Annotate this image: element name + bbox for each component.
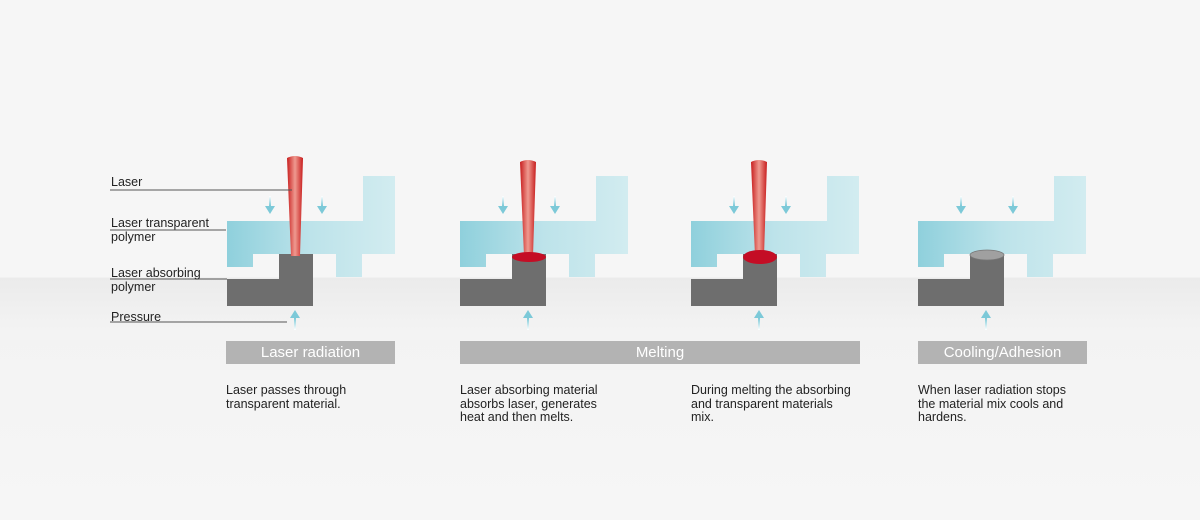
description-2: Laser absorbing material absorbs laser, …	[460, 383, 598, 424]
melt-zone	[743, 250, 777, 264]
label-absorbing-polymer: Laser absorbing polymer	[111, 266, 201, 294]
hardened-zone	[969, 249, 1005, 261]
description-1: Laser passes through transparent materia…	[226, 383, 347, 411]
stage-1-illustration	[227, 156, 395, 330]
stage-cooling-adhesion: Cooling/Adhesion	[918, 341, 1087, 364]
description-4: When laser radiation stops the material …	[918, 383, 1066, 424]
description-3: During melting the absorbing and transpa…	[691, 383, 851, 424]
stage-4-illustration	[918, 176, 1086, 330]
stage-2-illustration	[460, 160, 628, 330]
stage-melting: Melting	[460, 341, 860, 364]
stage-laser-radiation: Laser radiation	[226, 341, 395, 364]
leader-lines	[110, 189, 292, 323]
stage-3-illustration	[691, 160, 859, 330]
melt-zone	[512, 252, 546, 262]
laser-beam	[287, 156, 303, 256]
laser-beam	[520, 160, 536, 256]
label-pressure: Pressure	[111, 310, 162, 324]
label-transparent-polymer: Laser transparent polymer	[111, 216, 209, 244]
laser-beam	[751, 160, 767, 256]
label-laser: Laser	[111, 175, 143, 189]
